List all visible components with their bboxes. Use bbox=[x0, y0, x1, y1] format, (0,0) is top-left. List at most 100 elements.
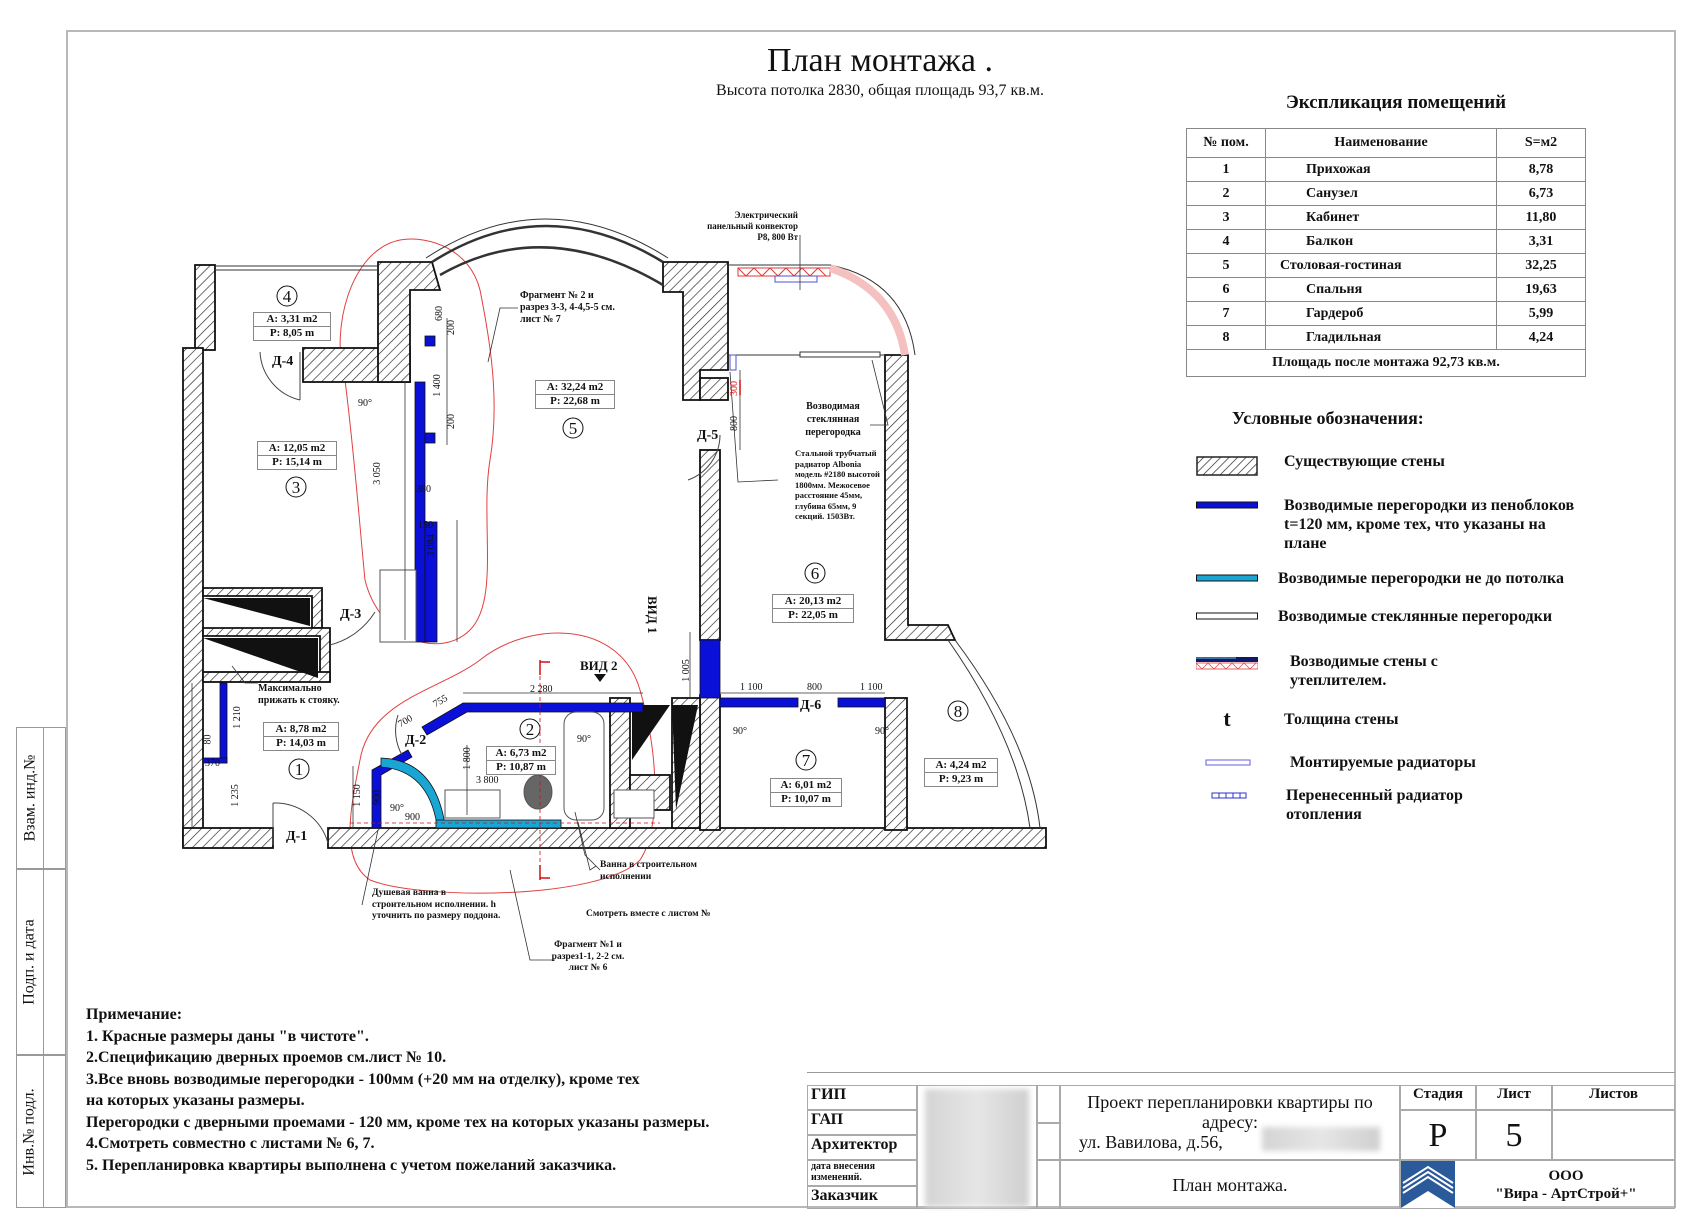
room-area: 11,80 bbox=[1496, 205, 1586, 230]
svg-text:4: 4 bbox=[283, 287, 292, 306]
explication-total: Площадь после монтажа 92,73 кв.м. bbox=[1186, 349, 1586, 377]
svg-text:5: 5 bbox=[569, 419, 578, 438]
role-label: Заказчик bbox=[811, 1187, 878, 1204]
legend-label: Толщина стены bbox=[1284, 711, 1399, 728]
stage-header: Стадия bbox=[1400, 1085, 1476, 1110]
room-area: 6,73 bbox=[1496, 181, 1586, 206]
sheet-name: План монтажа. bbox=[1172, 1175, 1288, 1195]
column-header: Наименование bbox=[1265, 128, 1497, 158]
room-marker-8: 8 bbox=[947, 700, 969, 722]
sheets-total-cell bbox=[1552, 1110, 1675, 1160]
glass-partition-panel bbox=[799, 351, 881, 358]
legend-item: Перенесенный радиатор отопления bbox=[1196, 786, 1486, 824]
company-name-line: "Вира - АртСтрой+" bbox=[1495, 1186, 1637, 1202]
notes-block: Примечание: 1. Красные размеры даны "в ч… bbox=[86, 1004, 709, 1176]
leader-lines bbox=[231, 235, 889, 961]
role-label: дата внесения изменений. bbox=[811, 1161, 875, 1183]
stage-value-cell: Р bbox=[1400, 1110, 1476, 1160]
low-partitions bbox=[380, 757, 562, 829]
room-name: Гардероб bbox=[1265, 301, 1497, 326]
room-name: Прихожая bbox=[1265, 157, 1497, 182]
legend-label: Возводимые перегородки не до потолка bbox=[1278, 570, 1564, 587]
note-line: 3.Все вновь возводимые перегородки - 100… bbox=[86, 1070, 640, 1088]
explication-header-row: № пом. Наименование S=м2 bbox=[1186, 128, 1586, 158]
role-label: ГАП bbox=[811, 1111, 844, 1128]
signature-cell bbox=[1037, 1160, 1060, 1209]
t-symbol-icon: t bbox=[1223, 706, 1231, 731]
company-name-line: ООО bbox=[1548, 1168, 1584, 1184]
svg-text:6: 6 bbox=[811, 564, 820, 583]
room-area: 19,63 bbox=[1496, 277, 1586, 302]
legend-item: Возводимые стеклянные перегородки bbox=[1196, 607, 1552, 626]
room-name: Балкон bbox=[1265, 229, 1497, 254]
legend-label: Возводимые стены с утеплителем. bbox=[1290, 653, 1438, 689]
legend-title: Условные обозначения: bbox=[1232, 408, 1424, 428]
role-label: Архитектор bbox=[811, 1136, 898, 1153]
sheets-header: Листов bbox=[1552, 1085, 1675, 1110]
insulated-walls bbox=[737, 264, 909, 356]
dimension-lines bbox=[191, 318, 885, 828]
explication-footer-row: Площадь после монтажа 92,73 кв.м. bbox=[1186, 349, 1586, 377]
room-marker-6: 6 bbox=[804, 562, 826, 584]
glass-partition-swatch-icon bbox=[1196, 612, 1258, 620]
room-marker-4: 4 bbox=[276, 285, 298, 307]
room-marker-3: 3 bbox=[285, 476, 307, 498]
dark-blue-partition-swatch-icon bbox=[1196, 501, 1258, 509]
legend-item: Монтируемые радиаторы bbox=[1196, 753, 1476, 772]
moved-radiator-swatch-icon bbox=[1211, 792, 1247, 799]
legend-item: Существующие стены bbox=[1196, 452, 1445, 476]
sheet-number: 5 bbox=[1505, 1117, 1523, 1154]
room-area: 4,24 bbox=[1496, 325, 1586, 350]
side-stamp-inventory: Инв.№ подл. bbox=[16, 1055, 66, 1208]
sheet-subtitle: Высота потолка 2830, общая площадь 93,7 … bbox=[716, 82, 1044, 99]
insulated-wall-swatch-icon bbox=[1196, 657, 1258, 670]
hatched-wall-swatch-icon bbox=[1196, 456, 1258, 476]
room-area: 8,78 bbox=[1496, 157, 1586, 182]
note-line: 5. Перепланировка квартиры выполнена с у… bbox=[86, 1156, 617, 1174]
balcony-glazing bbox=[215, 218, 1041, 829]
room-markers: 4 3 5 6 1 2 7 8 bbox=[276, 285, 969, 780]
legend-item: Возводимые перегородки из пеноблоков t=1… bbox=[1196, 496, 1584, 553]
note-line: на которых указаны размеры. bbox=[86, 1092, 305, 1109]
legend-label: Монтируемые радиаторы bbox=[1290, 754, 1476, 771]
redacted-address bbox=[1262, 1127, 1380, 1151]
radiator bbox=[729, 354, 737, 371]
company-name: ООО "Вира - АртСтрой+" bbox=[1457, 1167, 1675, 1203]
radiator-swatch-icon bbox=[1205, 759, 1251, 766]
column-header: S=м2 bbox=[1496, 128, 1586, 158]
stage-header-label: Стадия bbox=[1412, 1086, 1464, 1102]
role-architect: Архитектор bbox=[807, 1135, 917, 1160]
new-partitions bbox=[202, 335, 886, 829]
legend-label: Перенесенный радиатор отопления bbox=[1286, 787, 1463, 823]
room-name: Санузел bbox=[1265, 181, 1497, 206]
notes-title: Примечание: bbox=[86, 1006, 183, 1023]
svg-text:7: 7 bbox=[802, 751, 811, 770]
legend-label: Возводимые перегородки из пеноблоков t=1… bbox=[1284, 497, 1575, 552]
note-line: 2.Спецификацию дверных проемов см.лист №… bbox=[86, 1049, 447, 1066]
side-stamp-signature: Подп. и дата bbox=[16, 869, 66, 1055]
redacted-names bbox=[925, 1089, 1029, 1207]
door-swings bbox=[259, 351, 721, 845]
signature-cell bbox=[1037, 1123, 1060, 1160]
note-line: 1. Красные размеры даны "в чистоте". bbox=[86, 1027, 369, 1045]
sheet-number-cell: 5 bbox=[1476, 1110, 1552, 1160]
side-stamp-replacement: Взам. инд.№ bbox=[16, 727, 66, 869]
room-marker-2: 2 bbox=[519, 718, 541, 740]
signature-cell bbox=[1037, 1085, 1060, 1123]
project-address: ул. Вавилова, д.56, bbox=[1079, 1132, 1223, 1152]
wardrobe-fill bbox=[203, 598, 698, 810]
light-blue-partition-swatch-icon bbox=[1196, 574, 1258, 582]
role-gip: ГИП bbox=[807, 1085, 917, 1110]
svg-text:3: 3 bbox=[292, 478, 301, 497]
svg-text:2: 2 bbox=[526, 720, 535, 739]
note-line: Перегородки с дверными проемами - 120 мм… bbox=[86, 1113, 710, 1131]
project-name-cell: Проект перепланировки квартиры по адресу… bbox=[1060, 1085, 1400, 1160]
drawing-frame bbox=[66, 30, 1676, 1208]
